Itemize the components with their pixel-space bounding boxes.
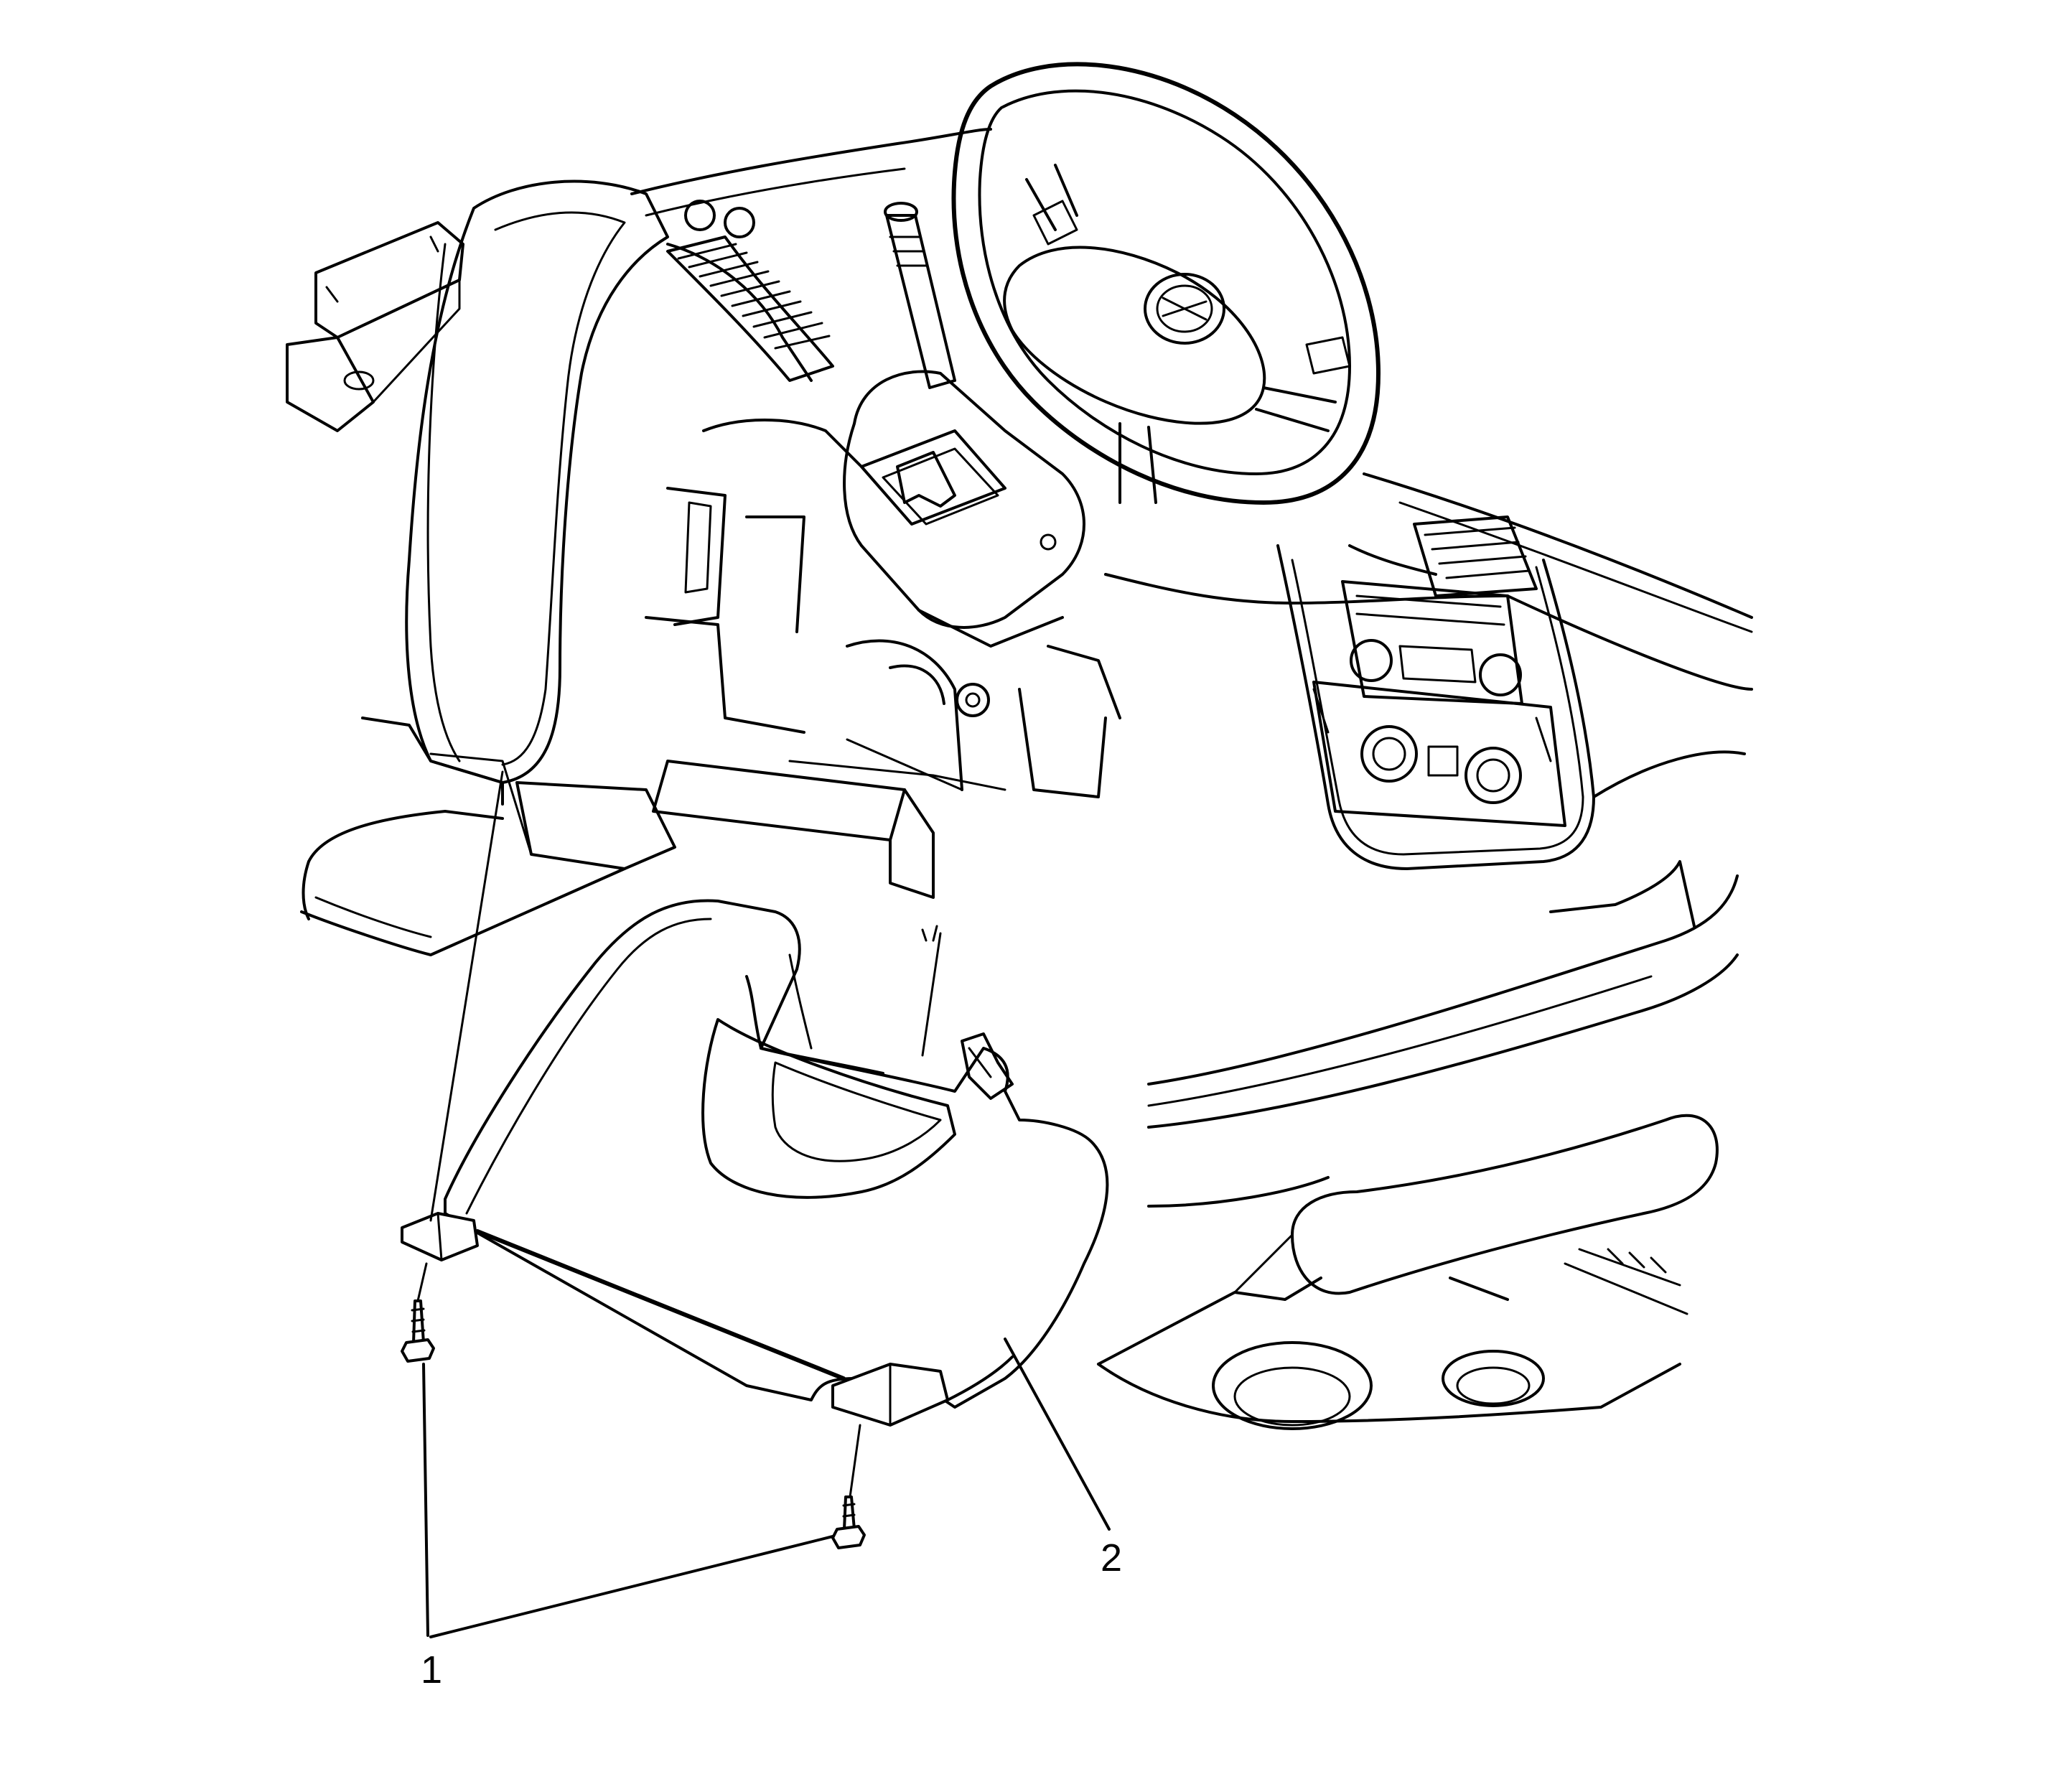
steering-wheel (951, 62, 1381, 505)
dashboard-top (630, 128, 992, 382)
left-floor-strip (300, 810, 626, 956)
center-stack (1104, 515, 1595, 870)
steering-column-shroud (843, 370, 1085, 648)
turn-signal-stalk (884, 202, 956, 389)
lower-console (1097, 860, 1739, 1430)
callout-leaders (422, 1338, 1111, 1638)
bolt-left (401, 1262, 435, 1363)
alignment-lines (429, 770, 942, 1222)
callout-1-label: 1 (421, 1648, 442, 1691)
callout-labels: 1 2 (421, 1536, 1122, 1691)
bolt-right (831, 1424, 866, 1549)
left-side-module (286, 221, 464, 432)
under-dash-cavity (429, 419, 1121, 899)
steering-column-lower-cover (401, 899, 1109, 1427)
left-trim-panel (361, 179, 669, 806)
callout-2-label: 2 (1101, 1536, 1122, 1579)
right-dashboard (1348, 472, 1753, 798)
fastener-bolts (401, 1262, 866, 1549)
